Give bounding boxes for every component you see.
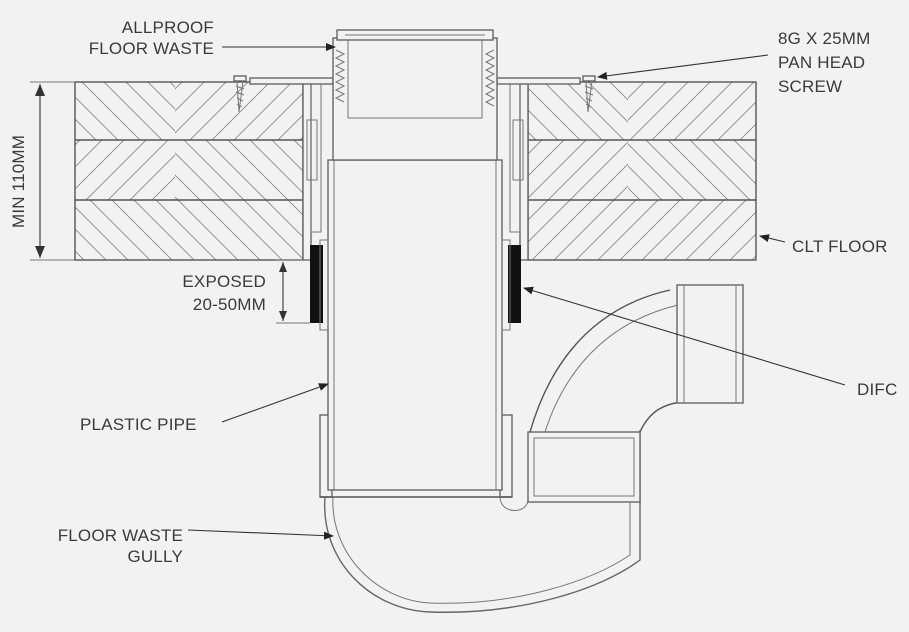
outlet-elbow	[529, 284, 744, 433]
screw-leader	[597, 54, 769, 80]
gully-leader	[187, 529, 334, 540]
exposed-label-line2: 20-50MM	[193, 295, 266, 314]
gully-label-line2: GULLY	[128, 547, 184, 566]
pan-head-screw-left	[233, 75, 247, 113]
plastic-pipe-label: PLASTIC PIPE	[80, 415, 197, 434]
difc-seal-right	[508, 245, 521, 323]
exposed-dimension	[276, 259, 310, 324]
min-height-label: MIN 110MM	[9, 135, 28, 228]
pan-head-screw-right	[582, 75, 596, 113]
screw-label-line2: PAN HEAD	[778, 53, 865, 72]
difc-leader	[523, 286, 846, 386]
clt-floor-slab	[74, 81, 757, 261]
allproof-label-line1: ALLPROOF	[122, 18, 214, 37]
allproof-label-line2: FLOOR WASTE	[89, 39, 214, 58]
gully-label-line1: FLOOR WASTE	[58, 526, 183, 545]
plastic-pipe-leader	[221, 383, 329, 423]
clt-floor-leader	[759, 234, 786, 243]
plastic-pipe	[327, 159, 503, 491]
screw-label-line3: SCREW	[778, 77, 842, 96]
difc-seal-left	[310, 245, 323, 323]
difc-label: DIFC	[857, 380, 897, 399]
exposed-label-line1: EXPOSED	[182, 272, 266, 291]
min-height-dimension	[30, 81, 75, 261]
screw-label-line1: 8G X 25MM	[778, 29, 871, 48]
clt-floor-label: CLT FLOOR	[792, 237, 888, 256]
allproof-floor-waste	[249, 29, 581, 261]
